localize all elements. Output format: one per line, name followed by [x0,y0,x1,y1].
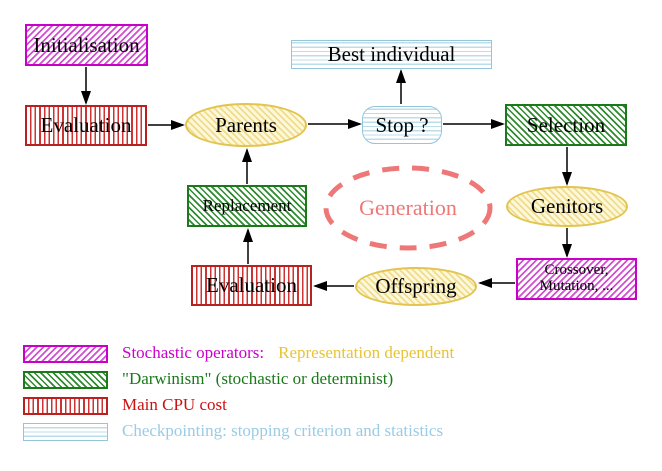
crossover-line1: Crossover, [544,262,609,279]
legend-cpu-cost-label: Main CPU cost [122,395,227,414]
generation-text: Generation [359,195,457,220]
node-parents-label: Parents [215,112,277,137]
node-stop-label: Stop ? [375,112,429,137]
legend-swatch-magenta-hatch [23,345,108,363]
node-replacement: Replacement [187,185,307,227]
node-evaluation-bottom: Evaluation [191,265,312,306]
legend-darwinism-label: "Darwinism" (stochastic or determinist) [122,369,394,388]
node-initialisation: Initialisation [25,24,148,66]
node-best-individual: Best individual [291,40,492,69]
node-initialisation-label: Initialisation [33,32,140,57]
legend-swatch-green-hatch [23,371,108,389]
node-replacement-label: Replacement [202,196,292,216]
legend-representation-label: Representation dependent [278,343,455,362]
node-crossover-mutation-label: Crossover, Mutation, ... [539,262,614,295]
generation-label: Generation [323,167,493,249]
legend-swatch-cyan-stripes [23,423,108,441]
node-genitors: Genitors [506,186,628,227]
legend-swatch-red-stripes [23,397,108,415]
node-parents: Parents [185,103,307,147]
node-stop: Stop ? [362,106,442,144]
node-genitors-label: Genitors [530,194,604,219]
node-evaluation-top-label: Evaluation [40,113,132,138]
legend-checkpointing-label: Checkpointing: stopping criterion and st… [122,421,444,440]
node-offspring: Offspring [355,267,477,306]
legend-text-stochastic: Stochastic operators: Representation depe… [122,343,454,363]
generation-dashed-ellipse [323,165,493,251]
node-crossover-mutation: Crossover, Mutation, ... [516,258,637,300]
node-evaluation-top: Evaluation [25,105,147,146]
node-offspring-label: Offspring [375,274,457,299]
node-evaluation-bottom-label: Evaluation [206,273,297,298]
crossover-line2: Mutation, ... [539,278,614,294]
node-selection-label: Selection [526,112,606,137]
legend-stochastic-label: Stochastic operators: [122,343,265,362]
node-selection: Selection [505,104,627,146]
node-best-individual-label: Best individual [327,42,456,67]
